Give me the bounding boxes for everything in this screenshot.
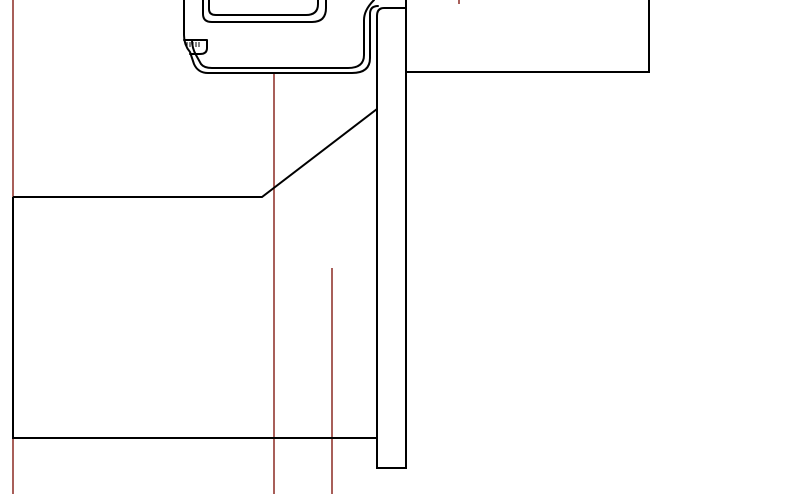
- seal-tip: [183, 39, 208, 55]
- main-body-bottom-outline: [12, 197, 377, 439]
- part-outlines: [12, 0, 650, 469]
- seal-top-loop-outer: [202, 0, 327, 23]
- seal-outer-profile: [183, 0, 379, 74]
- leader-lines: [12, 0, 460, 494]
- seal-top-loop-inner: [208, 0, 319, 16]
- main-body-outline: [13, 0, 407, 469]
- upper-right-block-outline: [406, 0, 650, 73]
- seal-assembly: [183, 0, 379, 74]
- seal-inner-profile: [191, 0, 375, 69]
- seal-tip-hatch: [186, 42, 200, 47]
- inner-wall-outline: [376, 7, 406, 109]
